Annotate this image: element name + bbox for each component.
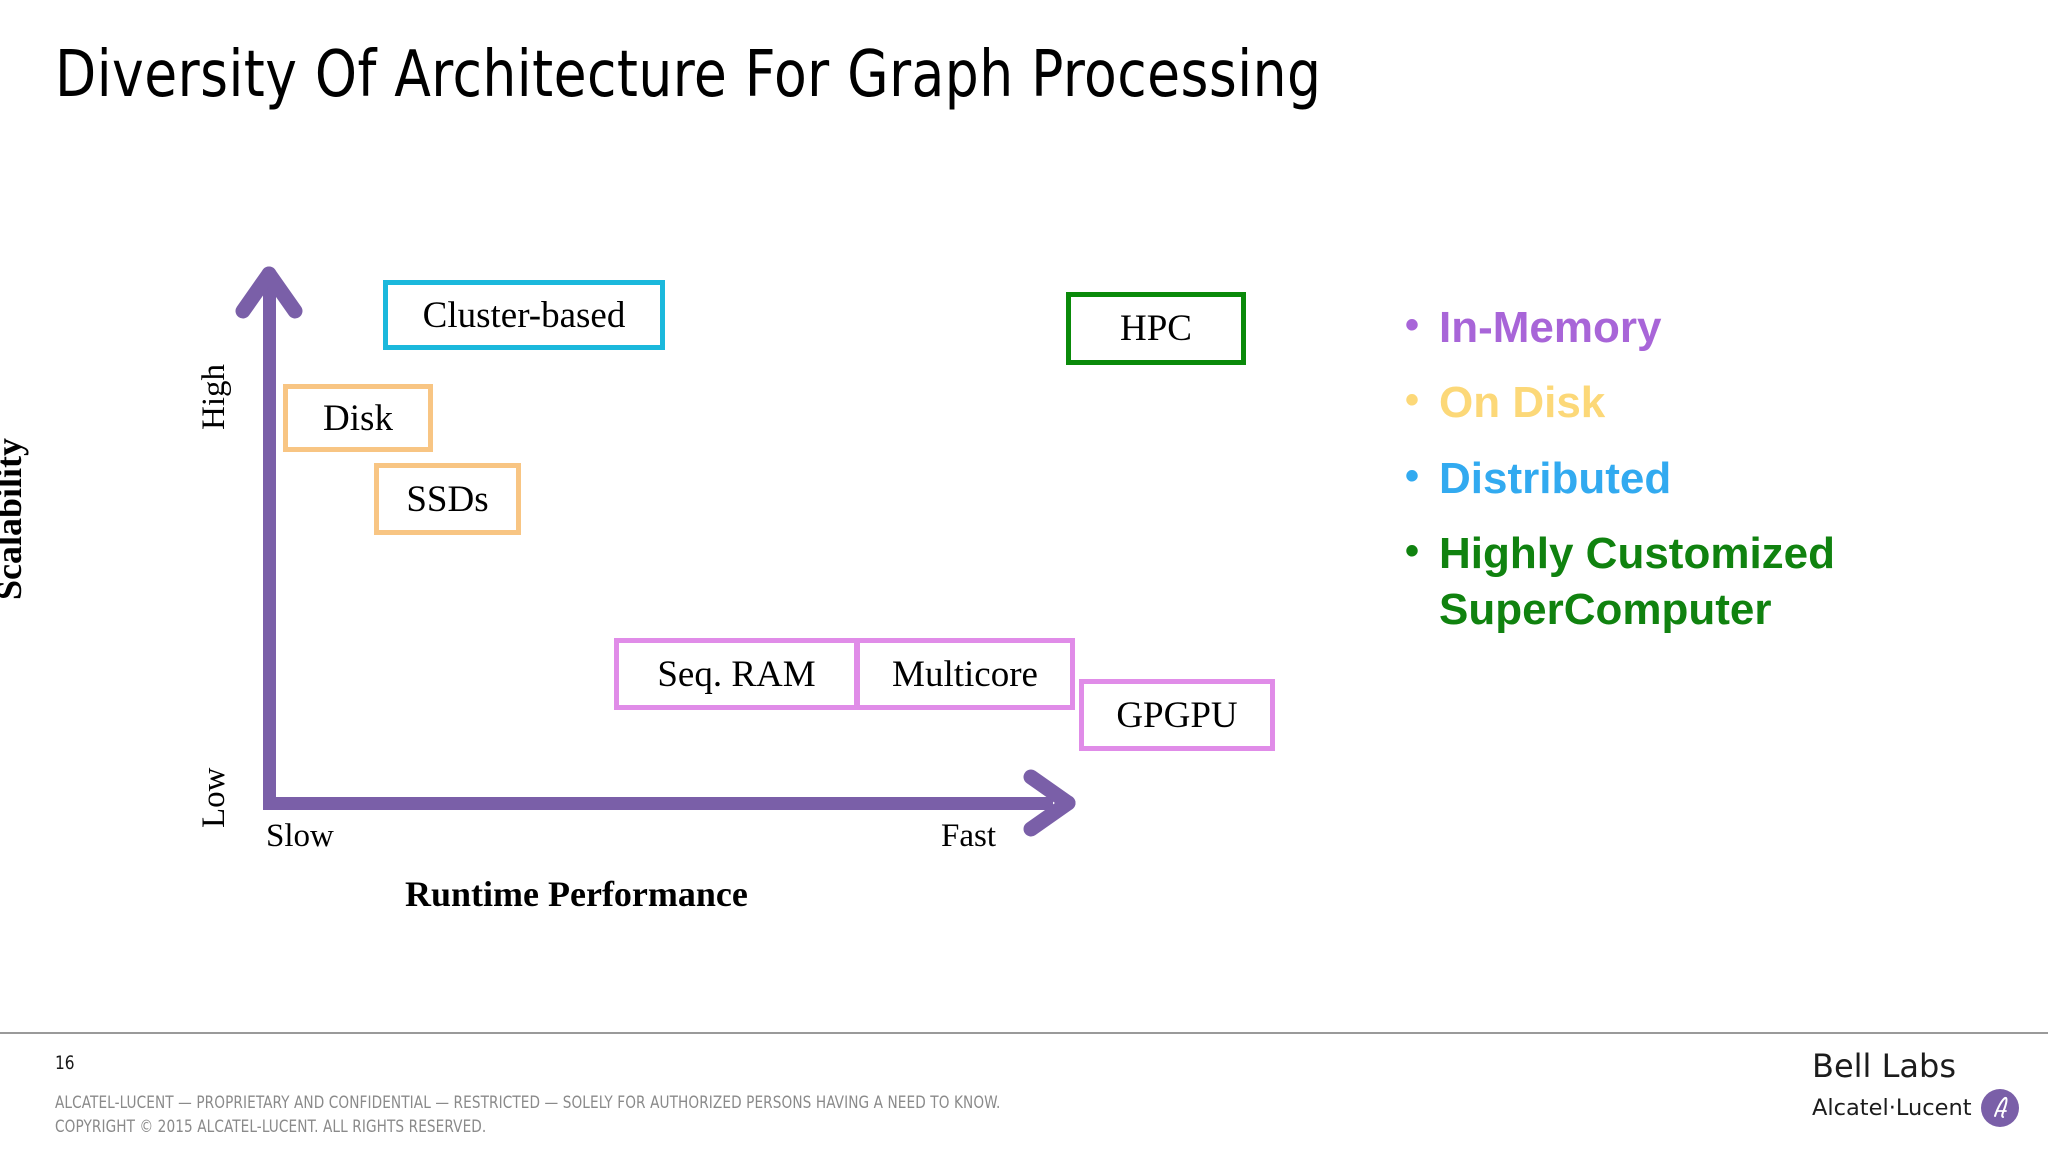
- x-axis-label: Runtime Performance: [405, 874, 748, 914]
- architecture-box-label: HPC: [1120, 308, 1192, 349]
- architecture-quadrant-chart: Scalability Runtime Performance High Low…: [0, 266, 1275, 914]
- architecture-box[interactable]: Multicore: [855, 638, 1075, 710]
- architecture-box-label: Seq. RAM: [657, 653, 816, 695]
- y-axis-tick-low: Low: [196, 767, 232, 829]
- architecture-box-label: Multicore: [892, 653, 1038, 695]
- legend-item-label: Highly Customized SuperComputer: [1439, 529, 1836, 634]
- brand-logo: Bell Labs Alcatel·Lucent: [1806, 1047, 2019, 1127]
- bullet-icon: •: [1405, 453, 1420, 498]
- page-title: Diversity Of Architecture For Graph Proc…: [55, 38, 1322, 112]
- architecture-box-label: GPGPU: [1116, 694, 1238, 736]
- architecture-box[interactable]: SSDs: [374, 463, 521, 535]
- architecture-legend-list: • In-Memory • On Disk • Distributed • Highly Cu…: [1405, 300, 2025, 657]
- bullet-icon: •: [1405, 529, 1420, 574]
- legend-item[interactable]: • Highly Customized SuperComputer: [1405, 526, 2025, 637]
- y-axis-tick-high: High: [196, 364, 232, 430]
- footer-divider: [0, 1032, 2048, 1034]
- y-axis-line: [263, 285, 276, 810]
- architecture-box-label: Disk: [323, 397, 393, 439]
- brand-secondary-row: Alcatel·Lucent: [1806, 1088, 2019, 1127]
- architecture-box[interactable]: Seq. RAM: [614, 638, 859, 710]
- architecture-box-label: Cluster-based: [422, 294, 626, 336]
- legend-item-label: Distributed: [1439, 453, 1672, 503]
- x-axis-tick-fast: Fast: [941, 818, 997, 854]
- legal-notice: ALCATEL-LUCENT — PROPRIETARY AND CONFIDE…: [55, 1093, 1001, 1136]
- x-axis-tick-slow: Slow: [266, 818, 334, 854]
- architecture-box[interactable]: Cluster-based: [383, 280, 665, 350]
- architecture-box[interactable]: HPC: [1066, 292, 1246, 365]
- legend-item[interactable]: • In-Memory: [1405, 300, 2025, 355]
- legend-item[interactable]: • On Disk: [1405, 375, 2025, 430]
- brand-primary-name: Bell Labs: [1812, 1047, 1957, 1085]
- architecture-box[interactable]: GPGPU: [1079, 679, 1275, 751]
- x-axis-line: [263, 797, 1053, 810]
- y-axis-label: Scalability: [0, 437, 29, 600]
- bullet-icon: •: [1405, 378, 1420, 423]
- bullet-icon: •: [1405, 303, 1420, 347]
- alcatel-lucent-mark-icon: [1980, 1088, 2019, 1127]
- legend-item-label: On Disk: [1439, 378, 1606, 428]
- page-number: 16: [55, 1052, 75, 1074]
- chart-axes: [235, 266, 1076, 837]
- legend-item[interactable]: • Distributed: [1405, 451, 2025, 506]
- legend-item-label: In-Memory: [1439, 303, 1662, 352]
- brand-secondary-name: Alcatel·Lucent: [1812, 1094, 1972, 1121]
- architecture-box-label: SSDs: [406, 478, 489, 520]
- architecture-box[interactable]: Disk: [283, 384, 433, 452]
